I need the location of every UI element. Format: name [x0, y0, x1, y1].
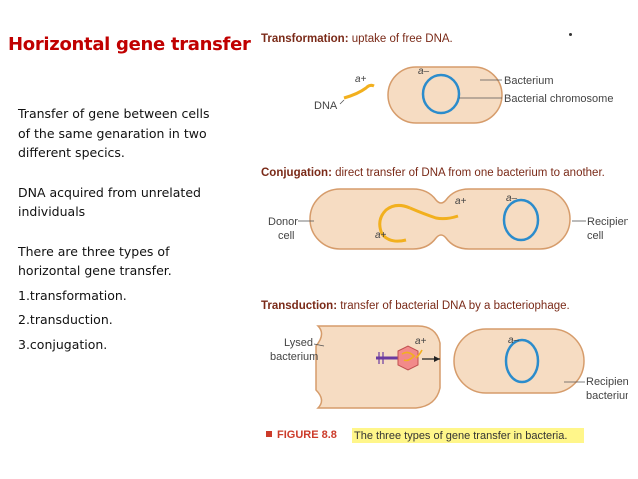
conjugation-a-plus-bottom: a+	[375, 230, 387, 241]
bullet-6: 3.conjugation.	[18, 336, 108, 352]
bullet-3-line-1: There are three types of	[18, 243, 170, 259]
gene-transfer-figure: Transformation: uptake of free DNA. DNA …	[261, 33, 628, 443]
caption-highlight	[352, 428, 584, 443]
bacterium-label: Bacterium	[504, 75, 554, 87]
recipient-cell-label-line-1: Recipient	[587, 216, 628, 228]
caption-text: The three types of gene transfer in bact…	[354, 430, 567, 442]
lysed-label-line-1: Lysed	[284, 337, 313, 349]
transformation-free-dna	[343, 83, 375, 100]
transformation-chromosome	[421, 73, 461, 115]
conjugation-a-plus-top: a+	[455, 196, 467, 207]
transferring-dna-strand	[409, 206, 459, 221]
lysed-label-line-2: bacterium	[270, 351, 318, 363]
dna-label: DNA	[314, 100, 338, 112]
bullet-3-line-2: horizontal gene transfer.	[18, 263, 172, 278]
bullet-1-line-2: of the same genaration in two	[18, 125, 207, 141]
recipient-cell-label-line-2: cell	[587, 230, 604, 242]
transformation-a-plus: a+	[355, 74, 367, 85]
caption-square-icon	[266, 431, 272, 437]
bacteriophage-icon	[376, 345, 423, 371]
transformation-bacterium-cell	[387, 66, 503, 124]
bullet-2-line-1: DNA acquired from unrelated	[18, 184, 201, 200]
transduction-a-plus: a+	[415, 336, 427, 347]
transformation-heading: Transformation: uptake of free DNA.	[261, 33, 453, 45]
transformation-a-minus: a–	[418, 66, 430, 77]
bullet-4: 1.transformation.	[18, 287, 127, 303]
recipient-bacterium-label-line-1: Recipient	[586, 376, 628, 388]
conjugation-a-minus: a–	[506, 193, 518, 204]
dna-pointer-line	[339, 99, 345, 105]
recipient-bacterium-label-line-2: bacterium	[586, 390, 628, 402]
bullet-2-line-2: individuals	[18, 204, 86, 219]
slide-title: Horizontal gene transfer	[8, 34, 251, 55]
transfer-arrow-icon	[434, 356, 440, 362]
conjugation-heading: Conjugation: direct transfer of DNA from…	[261, 167, 605, 179]
chromosome-label: Bacterial chromosome	[504, 93, 613, 105]
donor-dna-loop	[378, 203, 411, 243]
transduction-heading: Transduction: transfer of bacterial DNA …	[261, 300, 570, 312]
bullet-1-line-3: different specics.	[18, 145, 125, 160]
transduction-recipient-chromosome	[504, 338, 540, 384]
bullet-list: Transfer of gene between cells of the sa…	[18, 104, 243, 354]
donor-label-line-2: cell	[278, 230, 295, 242]
recipient-bacterium-cell	[453, 328, 585, 394]
bullet-1-line-1: Transfer of gene between cells	[18, 106, 210, 121]
stray-dot	[569, 33, 572, 36]
caption-figure-label: FIGURE 8.8	[277, 429, 337, 441]
donor-label-line-1: Donor	[268, 216, 298, 228]
bullet-5: 2.transduction.	[18, 312, 113, 327]
transduction-a-minus: a–	[508, 335, 520, 346]
lysed-pointer-line	[313, 343, 325, 347]
recipient-chromosome	[502, 198, 540, 242]
